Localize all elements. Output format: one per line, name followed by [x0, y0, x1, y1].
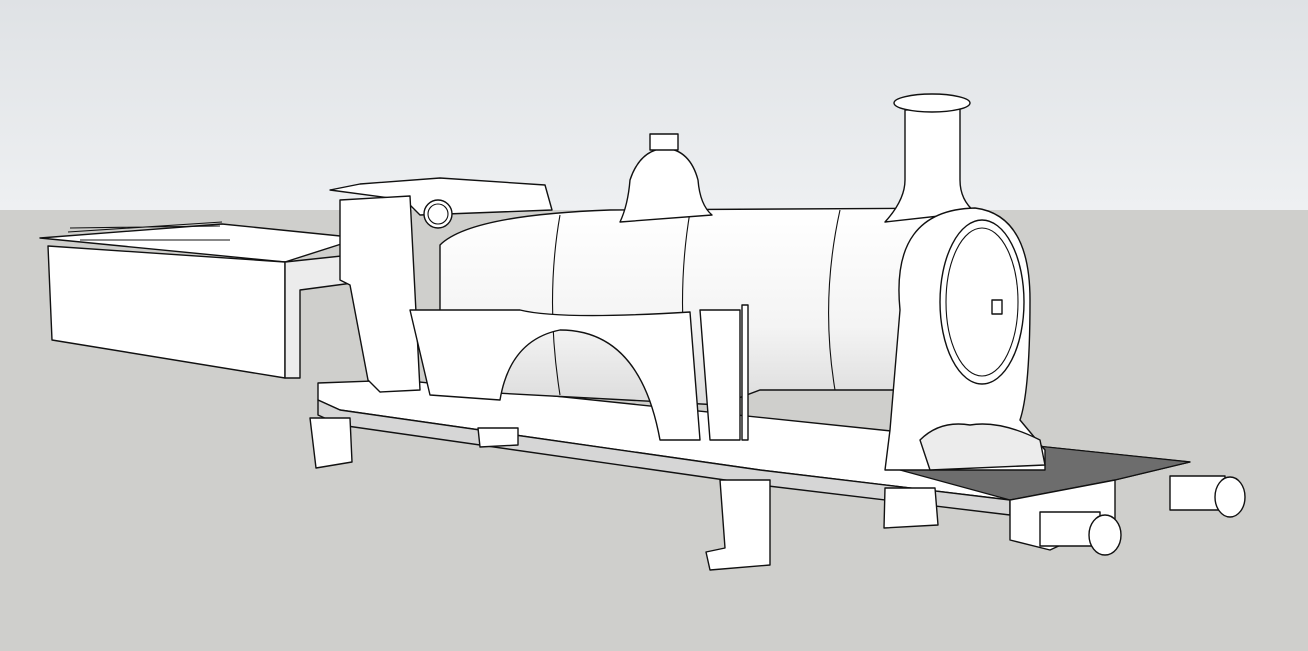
chimney[interactable]	[884, 93, 976, 223]
smokebox[interactable]	[884, 207, 1046, 471]
buffers[interactable]	[1039, 475, 1246, 556]
tender[interactable]	[39, 221, 361, 379]
dome[interactable]	[619, 133, 713, 223]
boiler[interactable]	[409, 207, 961, 441]
cab[interactable]	[329, 177, 553, 393]
smokebox-door	[939, 219, 1025, 385]
